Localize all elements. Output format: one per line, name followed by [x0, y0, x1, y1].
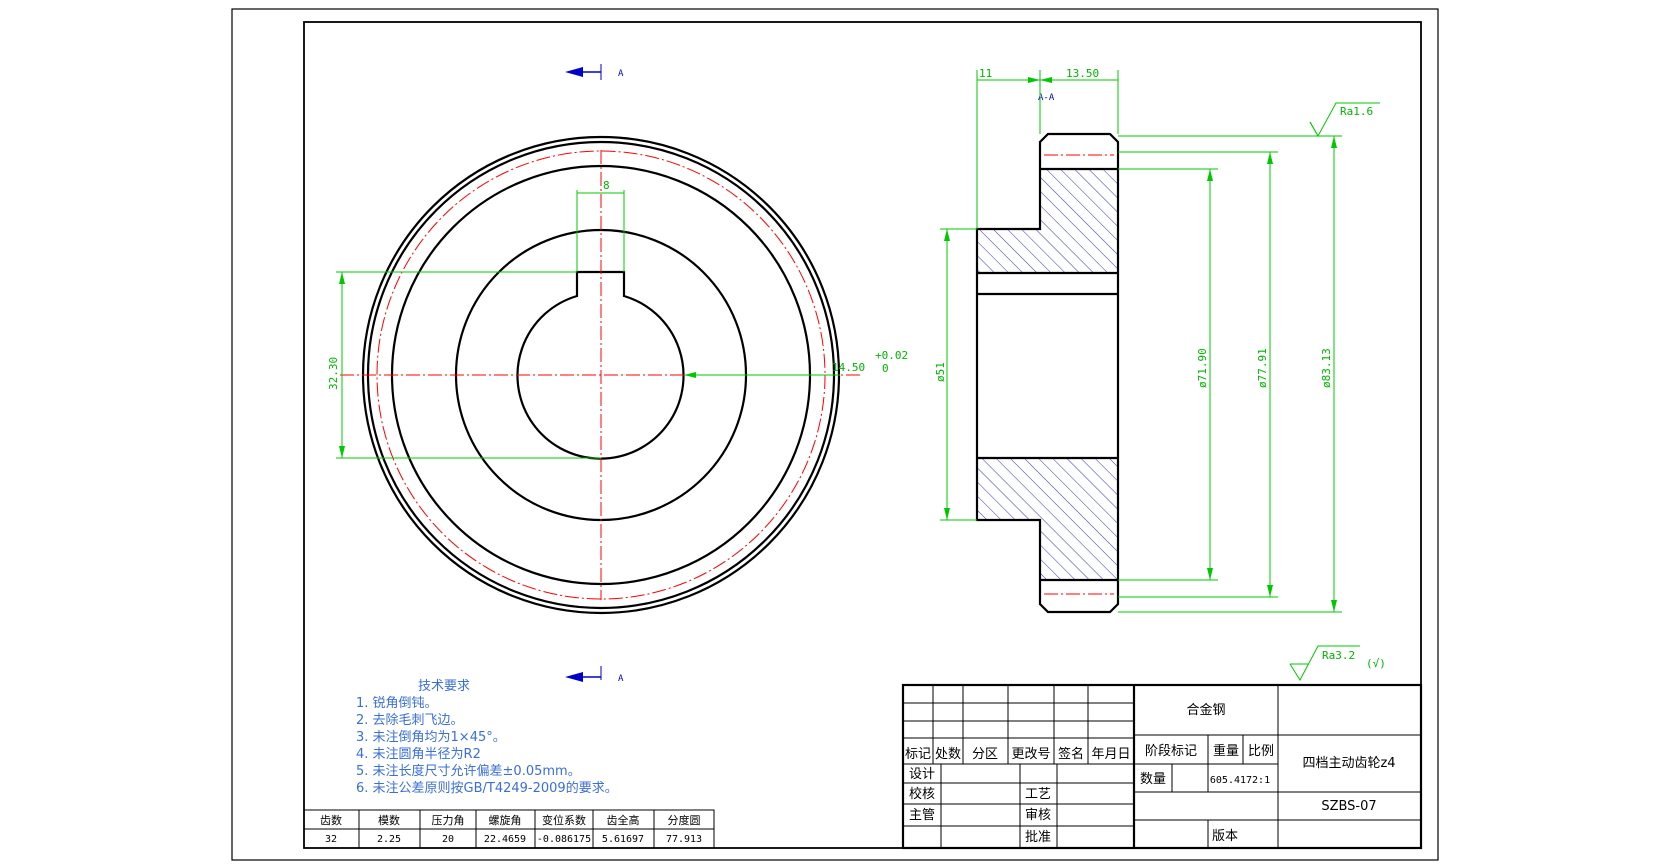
tb-stage-label: 阶段标记: [1145, 744, 1197, 759]
dim-depth-arrow-bottom: [339, 446, 345, 458]
notes-title: 技术要求: [418, 679, 470, 694]
dim-root-dia: ø71.90: [1196, 348, 1209, 388]
tb-approve-label: 批准: [1025, 830, 1051, 845]
dim-root-arrow-bottom: [1207, 568, 1213, 580]
gear-header-pressure: 压力角: [432, 814, 465, 827]
section-label-top: A: [618, 69, 624, 79]
dim-bore-dia: 14.50: [832, 361, 865, 374]
dim-width-arrow-l: [1028, 77, 1040, 83]
tb-header-change: 更改号: [1011, 747, 1050, 762]
dim-keyway-depth: 32.30: [327, 357, 340, 390]
dim-tip-arrow-bottom: [1331, 600, 1337, 612]
note-item-4: 4. 未注圆角半径为R2: [356, 747, 481, 762]
gear-value-helix: 22.4659: [484, 834, 526, 845]
section-arrow-top-head: [565, 67, 583, 77]
tb-part-name: 四档主动齿轮z4: [1302, 756, 1395, 771]
note-item-1: 1. 锐角倒钝。: [356, 696, 438, 711]
tb-header-date: 年月日: [1091, 747, 1130, 762]
dim-bore-tol-upper: +0.02: [875, 349, 908, 362]
gear-header-module: 模数: [378, 814, 400, 827]
gear-header-helix: 螺旋角: [489, 813, 522, 827]
inner-border: [303, 21, 1422, 849]
hatch-upper-gear: [1040, 169, 1117, 273]
hatch-upper-hub: [977, 229, 1040, 273]
dim-pitch-arrow-top: [1267, 152, 1273, 164]
tb-review-label: 审核: [1025, 808, 1051, 823]
gear-value-teeth: 32: [325, 834, 337, 845]
outer-frame: [231, 8, 1439, 861]
note-item-5: 5. 未注长度尺寸允许偏差±0.05mm。: [356, 763, 581, 779]
gear-value-height: 5.61697: [602, 834, 644, 845]
front-view: A A 8 32.30 14.50 +0.02 0: [327, 64, 908, 684]
roughness-general-suffix: (√): [1366, 657, 1386, 670]
section-arrow-bottom-head: [565, 672, 583, 682]
hatch-lower-gear: [1040, 458, 1117, 580]
gear-value-module: 2.25: [377, 834, 401, 845]
gear-header-pitch: 分度圆: [668, 813, 701, 827]
tb-header-mark: 标记: [905, 747, 931, 762]
gear-header-shift: 变位系数: [542, 813, 586, 827]
dim-root-arrow-top: [1207, 169, 1213, 181]
general-roughness: Ra3.2 (√): [1289, 645, 1386, 682]
tb-supervisor-label: 主管: [909, 808, 935, 823]
note-item-6: 6. 未注公差原则按GB/T4249-2009的要求。: [356, 780, 618, 796]
gear-value-pressure: 20: [442, 834, 454, 845]
section-view: A-A 11 13.50 ø51: [934, 67, 1380, 614]
bore-with-keyway: [516, 270, 685, 460]
dim-tip-dia: ø83.13: [1320, 348, 1333, 388]
dim-depth-arrow-top: [339, 272, 345, 284]
tb-weight-value: 605.4172:1: [1210, 775, 1270, 786]
note-item-2: 2. 去除毛刺飞边。: [356, 713, 464, 728]
tb-qty-label: 数量: [1140, 772, 1166, 787]
dim-hub-arrow-top: [944, 229, 950, 241]
roughness-leader: [1309, 121, 1319, 137]
dim-hub-dia: ø51: [934, 362, 947, 382]
tb-drawing-no: SZBS-07: [1321, 799, 1376, 814]
roughness-general: Ra3.2: [1322, 649, 1355, 662]
tb-header-count: 处数: [935, 747, 961, 762]
dim-bore-arrow: [684, 372, 696, 378]
tb-design-label: 设计: [909, 767, 935, 782]
gear-value-shift: -0.086175: [537, 834, 591, 845]
tb-scale-label: 比例: [1248, 744, 1274, 759]
tb-weight-label: 重量: [1213, 743, 1239, 759]
dim-tip-arrow-top: [1331, 136, 1337, 148]
section-label-bottom: A: [618, 674, 624, 684]
section-outline: [975, 132, 1120, 614]
title-block: 合金钢 四档主动齿轮z4 SZBS-07 版本 标记 处数 分区 更改号 签名 …: [901, 683, 1423, 850]
dim-bore-tol-lower: 0: [882, 362, 889, 375]
dim-hub-width: 11: [979, 67, 992, 80]
tb-version-label: 版本: [1212, 829, 1238, 844]
gear-header-teeth: 齿数: [320, 814, 342, 827]
tb-process-label: 工艺: [1025, 787, 1051, 802]
dim-pitch-dia: ø77.91: [1256, 348, 1269, 388]
gear-parameter-table: 齿数 模数 压力角 螺旋角 变位系数 齿全高 分度圆 32 2.25 20 22…: [303, 809, 715, 849]
dim-gear-width: 13.50: [1066, 67, 1099, 80]
gear-value-pitch: 77.913: [666, 834, 702, 845]
roughness-symbol-general: [1289, 645, 1360, 682]
tb-material: 合金钢: [1186, 702, 1225, 718]
tb-header-zone: 分区: [972, 747, 998, 762]
tb-header-sign: 签名: [1058, 746, 1084, 762]
gear-header-height: 齿全高: [607, 813, 640, 827]
note-item-3: 3. 未注倒角均为1×45°。: [356, 730, 506, 745]
tb-check-label: 校核: [909, 786, 935, 802]
hatch-lower-hub: [977, 458, 1040, 520]
dim-hub-arrow-bottom: [944, 508, 950, 520]
dim-width-arrow-r: [1040, 77, 1052, 83]
dim-pitch-arrow-bottom: [1267, 585, 1273, 597]
technical-notes: 技术要求 1. 锐角倒钝。 2. 去除毛刺飞边。 3. 未注倒角均为1×45°。…: [356, 679, 618, 796]
section-view-label: A-A: [1038, 93, 1055, 103]
dim-keyway-width: 8: [603, 179, 610, 192]
roughness-face: Ra1.6: [1340, 105, 1373, 118]
